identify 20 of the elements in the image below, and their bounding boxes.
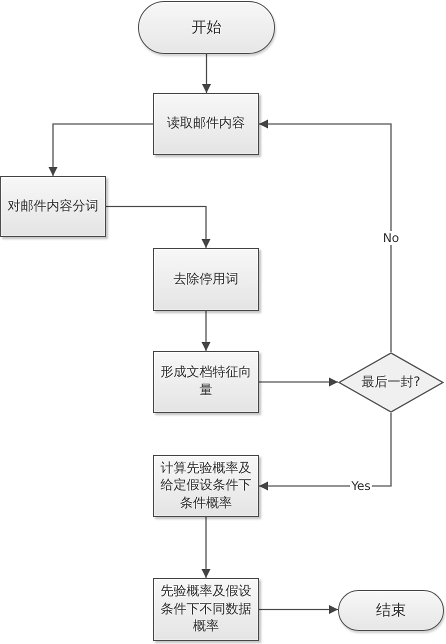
arrow xyxy=(48,123,153,176)
process-box: 去除停用词 xyxy=(153,248,259,311)
arrow xyxy=(259,377,338,387)
process-box: 形成文档特征向量 xyxy=(153,351,259,413)
process-box: 计算先验概率及给定假设条件下条件概率 xyxy=(153,455,259,517)
edge-label: No xyxy=(382,231,400,245)
process-box: 读取邮件内容 xyxy=(153,93,259,155)
terminal-shape: 结束 xyxy=(338,590,444,631)
edge-label: Yes xyxy=(350,479,372,493)
arrow xyxy=(201,517,211,578)
decision-diamond: 最后一封? xyxy=(338,352,444,413)
arrow xyxy=(202,54,212,93)
arrow xyxy=(259,413,392,491)
arrow xyxy=(259,119,392,352)
process-box: 先验概率及假设条件下不同数据概率 xyxy=(153,578,259,641)
arrow xyxy=(106,206,211,248)
process-box: 对邮件内容分词 xyxy=(0,176,106,237)
arrow xyxy=(201,311,211,351)
arrow xyxy=(259,604,338,614)
terminal-shape: 开始 xyxy=(138,1,275,54)
